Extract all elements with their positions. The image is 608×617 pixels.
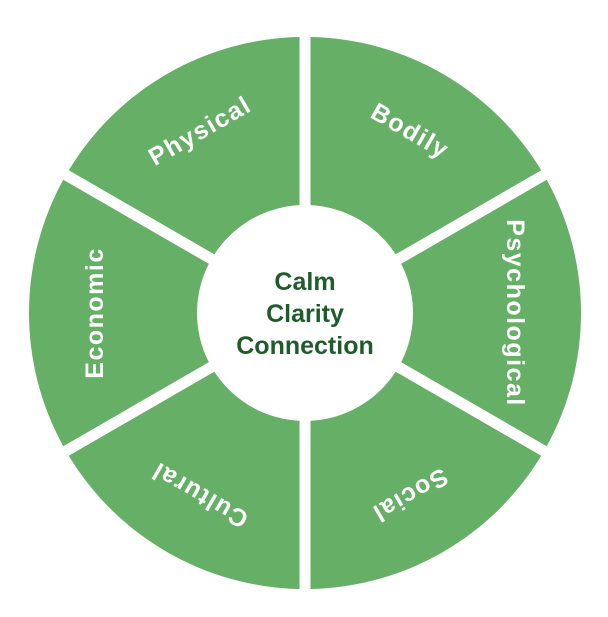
- segment-psychological: [307, 179, 582, 447]
- segment-economic: [28, 179, 303, 447]
- segment-label-economic: Economic: [81, 247, 109, 378]
- segment-label-psychological: Psychological: [501, 219, 529, 407]
- center-text-calm: Calm: [274, 268, 335, 296]
- center-text-clarity: Clarity: [266, 300, 344, 328]
- center-circle: [197, 205, 413, 421]
- center-text-connection: Connection: [236, 332, 374, 360]
